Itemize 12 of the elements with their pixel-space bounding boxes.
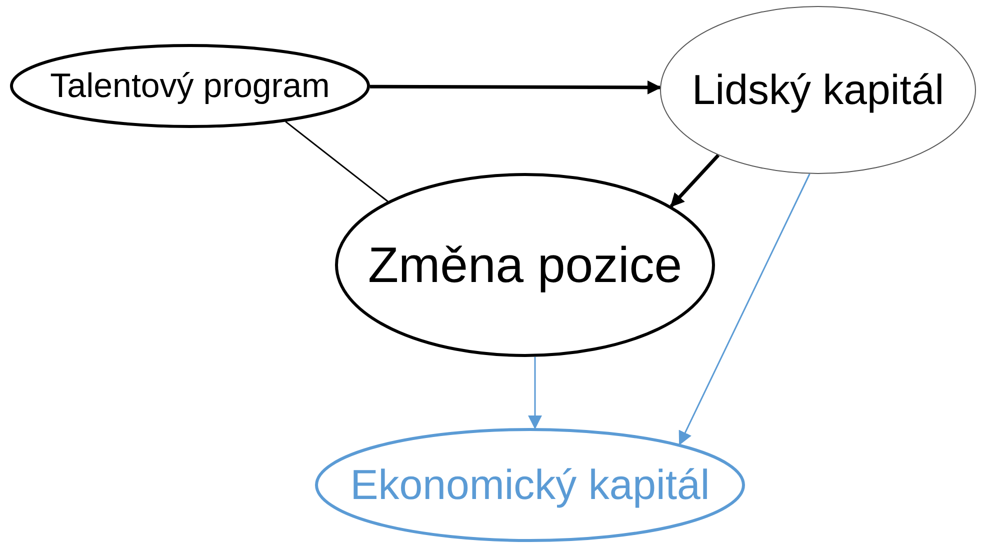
node-label: Změna pozice: [368, 236, 682, 294]
node-label: Lidský kapitál: [692, 66, 944, 114]
node-label: Talentový program: [50, 66, 330, 106]
ellipse-node: [315, 428, 745, 542]
ellipse-node: [335, 173, 715, 357]
ellipse-node: [10, 44, 370, 128]
node-label: Ekonomický kapitál: [350, 461, 710, 509]
arrow: [678, 174, 810, 446]
arrow: [528, 356, 542, 430]
ellipse-node: [660, 6, 976, 174]
arrow: [670, 154, 720, 208]
arrow: [370, 80, 662, 94]
